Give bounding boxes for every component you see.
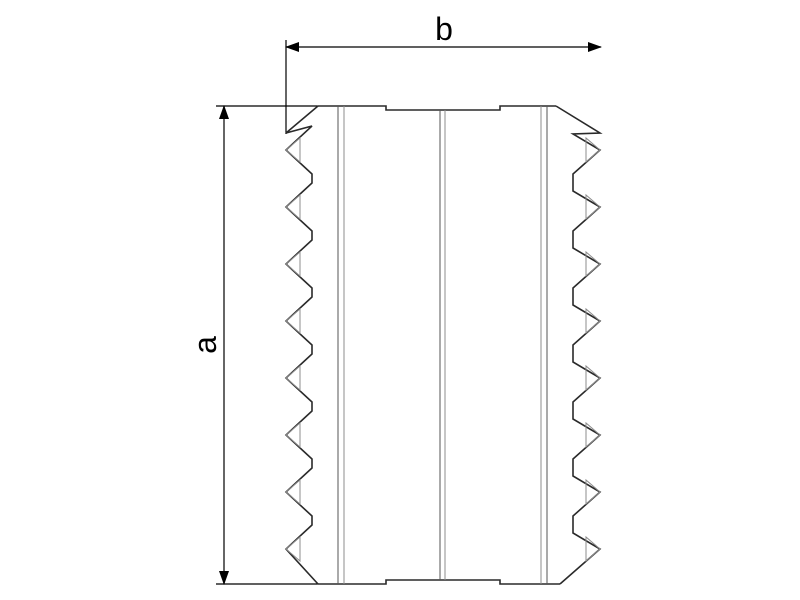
height-label: a [187, 336, 223, 354]
width-label: b [435, 11, 453, 47]
left-thread-root-marks [285, 136, 301, 563]
left-thread-profile [284, 105, 319, 585]
bottom-edge [318, 579, 560, 585]
right-thread-root-marks [585, 136, 601, 563]
part-body [284, 105, 603, 585]
height-dimension: a [187, 105, 318, 585]
right-thread-profile [555, 105, 603, 585]
top-edge [318, 105, 556, 111]
width-dimension: b [285, 11, 602, 134]
